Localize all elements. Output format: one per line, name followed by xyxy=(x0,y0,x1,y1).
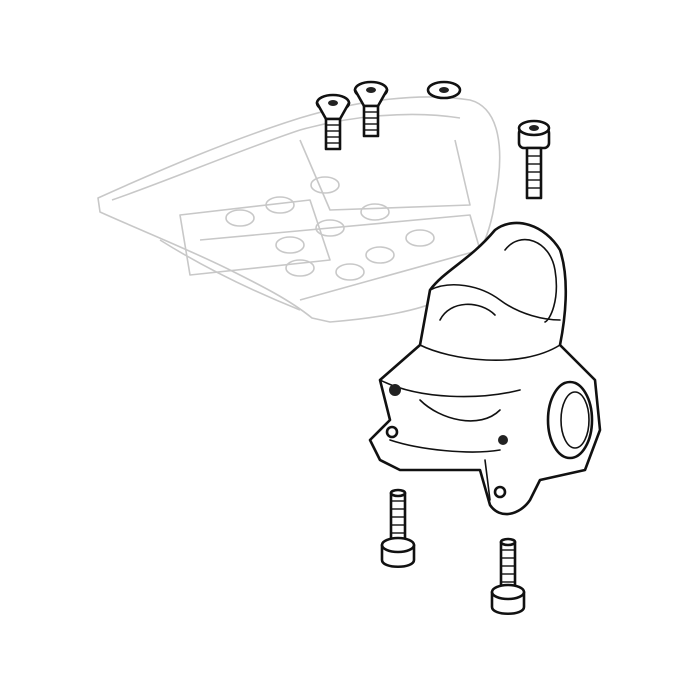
armrest-pad xyxy=(97,96,501,323)
pad-holes xyxy=(225,176,435,281)
screw-hole xyxy=(498,435,508,445)
bottom-screw xyxy=(490,537,526,616)
screw-hole xyxy=(389,384,401,396)
top-screw xyxy=(426,80,462,100)
screw-hole xyxy=(385,425,399,439)
clamp-body xyxy=(368,221,602,516)
bottom-screw xyxy=(380,488,416,569)
screw-hole xyxy=(493,485,507,499)
top-screw xyxy=(517,119,551,200)
top-screw xyxy=(315,93,351,151)
top-screw xyxy=(353,80,389,138)
